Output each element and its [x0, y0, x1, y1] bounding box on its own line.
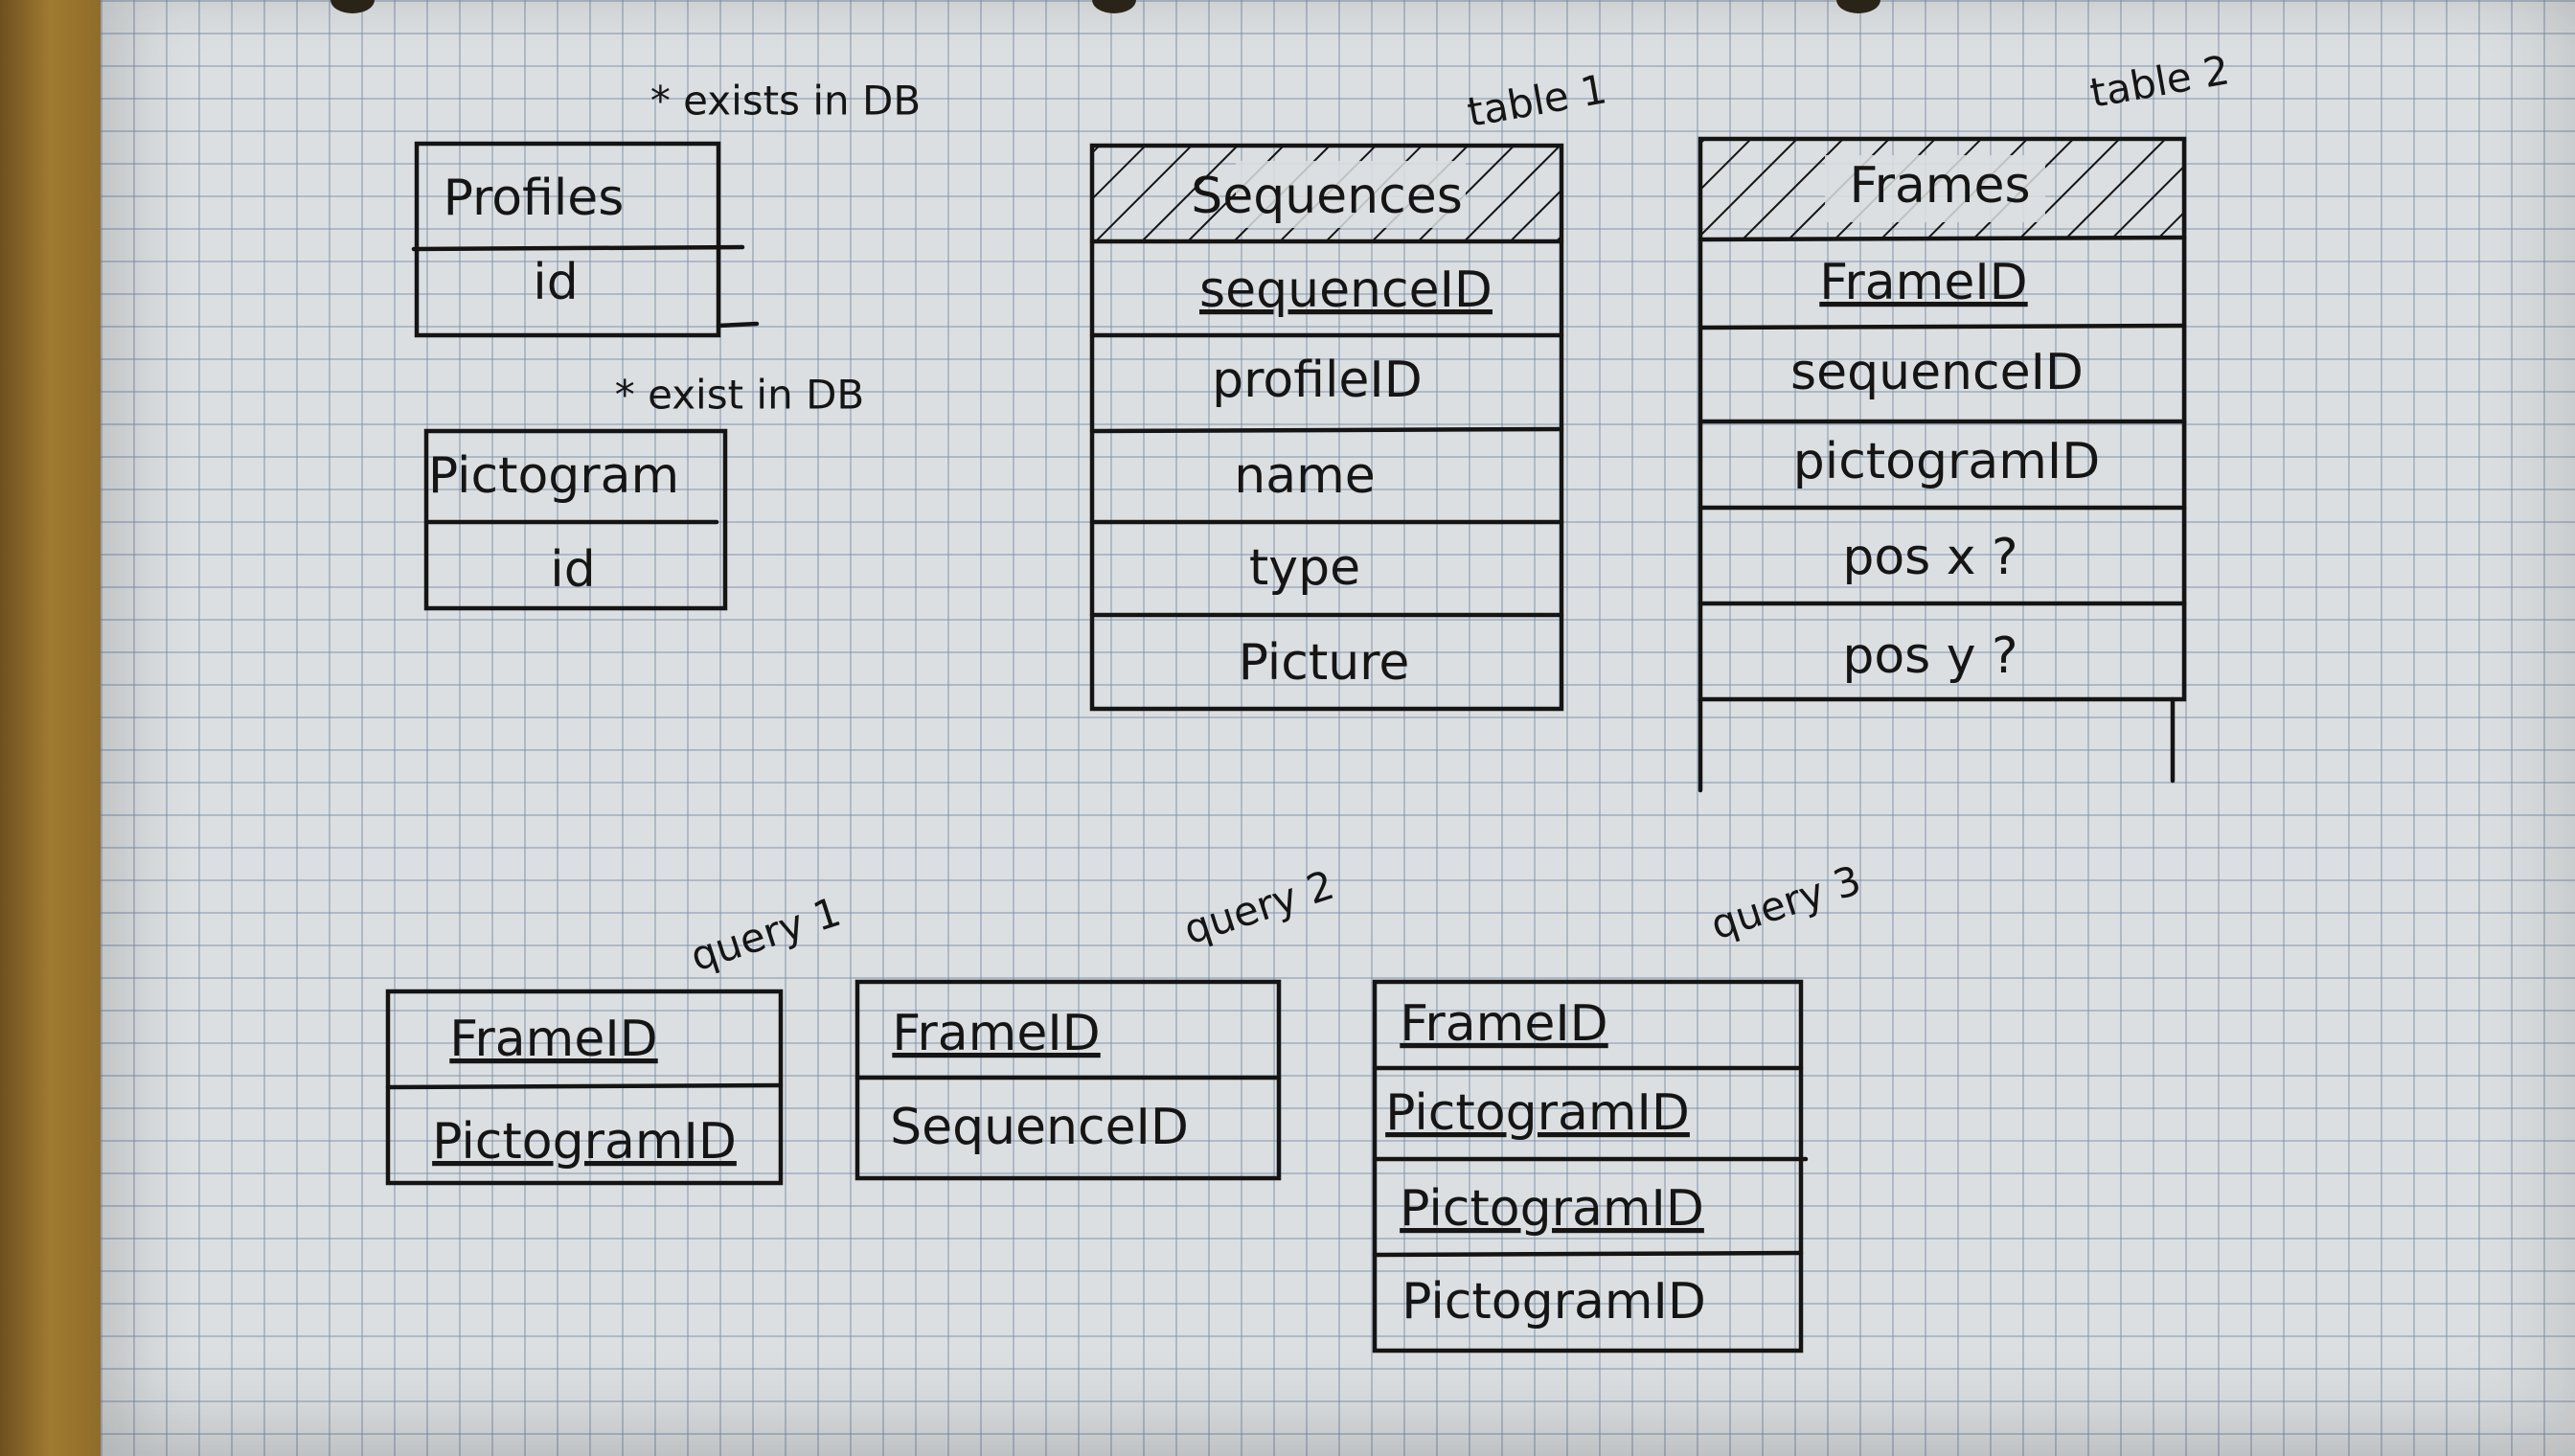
frames-field-frameid: FrameID [1819, 254, 2027, 311]
sequences-field-profileid: profileID [1212, 352, 1423, 409]
query3-field-pictogramid-2: PictogramID [1400, 1180, 1704, 1238]
query1-field-frameid: FrameID [449, 1011, 657, 1068]
binder-hole [1836, 0, 1880, 13]
pictogram-entity: Pictogram id [423, 428, 728, 611]
binder-hole [330, 0, 375, 13]
query3-label: query 3 [1705, 856, 1867, 948]
frames-field-sequenceid: sequenceID [1790, 344, 2084, 401]
pictogram-title: Pictogram [428, 447, 679, 505]
sequences-title: Sequences [1191, 168, 1463, 225]
query2-table: FrameID SequenceID [855, 979, 1282, 1181]
profiles-field-id: id [533, 254, 578, 311]
table1-label: table 1 [1464, 65, 1610, 136]
query1-field-pictogramid: PictogramID [432, 1113, 737, 1171]
frames-title: Frames [1849, 157, 2030, 215]
profiles-exists-note: * exists in DB [650, 78, 921, 125]
profiles-title: Profiles [444, 170, 625, 227]
query3-field-pictogramid-1: PictogramID [1385, 1084, 1690, 1142]
sequences-table: Sequences sequenceID profileID name type… [1089, 143, 1564, 712]
wooden-desk-edge [0, 0, 110, 1456]
query3-field-frameid: FrameID [1400, 995, 1607, 1053]
sequences-field-type: type [1249, 539, 1360, 597]
query2-field-frameid: FrameID [892, 1005, 1100, 1062]
query2-field-sequenceid: SequenceID [890, 1099, 1189, 1156]
query3-field-pictogramid-3: PictogramID [1401, 1273, 1706, 1331]
sequences-field-picture: Picture [1239, 634, 1410, 692]
frames-field-pos-x: pos x ? [1842, 529, 2017, 586]
query3-table: FrameID PictogramID PictogramID Pictogra… [1372, 979, 1809, 1354]
frames-field-pictogramid: pictogramID [1793, 433, 2101, 490]
pictogram-field-id: id [550, 541, 595, 599]
frames-table: Frames FrameID sequenceID pictogramID po… [1698, 136, 2187, 793]
query1-label: query 1 [685, 888, 847, 980]
query1-table: FrameID PictogramID [385, 989, 784, 1186]
pictogram-exists-note: * exist in DB [615, 372, 864, 419]
query2-label: query 2 [1178, 861, 1340, 953]
sequences-field-sequenceid: sequenceID [1199, 262, 1493, 319]
frames-field-pos-y: pos y ? [1842, 627, 2017, 685]
binder-hole [1092, 0, 1136, 13]
profiles-entity: Profiles id [411, 141, 760, 338]
table2-label: table 2 [2086, 46, 2233, 117]
sequences-field-name: name [1234, 447, 1375, 505]
